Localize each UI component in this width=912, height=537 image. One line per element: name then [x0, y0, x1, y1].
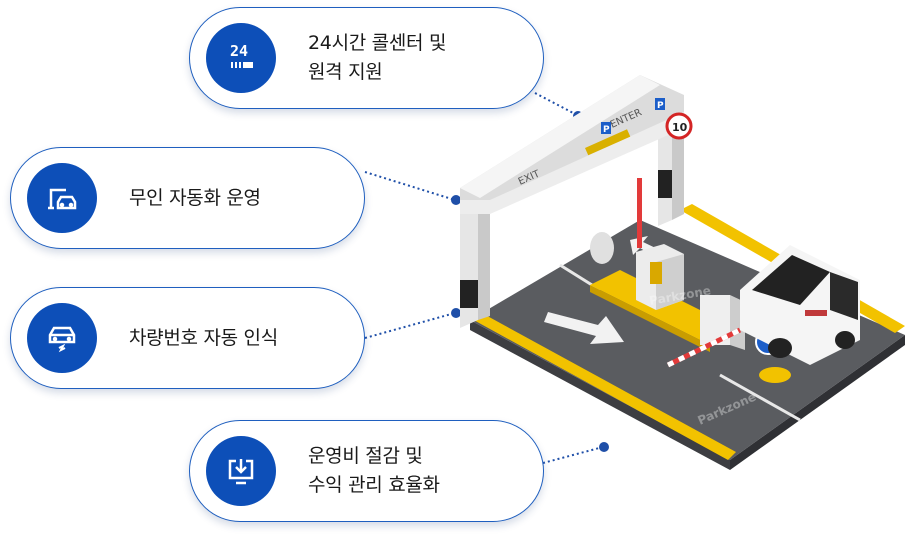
ground-side-left	[470, 320, 730, 470]
barrier-arm-back	[637, 178, 642, 248]
feature-plate-recognition: 차량번호 자동 인식	[10, 287, 365, 389]
speed-limit-sign	[665, 112, 693, 140]
arrow-marking-1	[544, 312, 624, 344]
feature-cost-efficiency: 운영비 절감 및 수익 관리 효율화	[189, 420, 544, 522]
feature-automation-label: 무인 자동화 운영	[129, 186, 261, 209]
satellite-dish	[590, 232, 614, 264]
feature-cost-efficiency-label: 운영비 절감 및 수익 관리 효율화	[308, 445, 440, 496]
parking-sign-right	[655, 98, 665, 110]
monitor-download-icon	[206, 436, 276, 506]
parking-sign-left	[601, 122, 611, 134]
connector-lines	[364, 92, 604, 464]
speed-limit-text: 10	[672, 121, 688, 134]
svg-text:24: 24	[230, 42, 248, 60]
24-hour-icon: 24	[206, 23, 276, 93]
feature-support-label: 24시간 콜센터 및 원격 지원	[308, 32, 447, 83]
camera-bar	[584, 129, 631, 156]
island-side	[590, 285, 710, 352]
car-recognition-icon	[27, 303, 97, 373]
ticket-kiosk	[636, 244, 684, 310]
car	[740, 240, 870, 365]
feature-plate-recognition-label: 차량번호 자동 인식	[129, 326, 278, 349]
curb-left	[470, 312, 736, 460]
feature-automation: 무인 자동화 운영	[10, 147, 365, 249]
parking-sign-text: P	[603, 125, 610, 135]
feature-support: 24 24시간 콜센터 및 원격 지원	[189, 7, 544, 109]
sign-base	[759, 367, 791, 383]
parking-sign-text-2: P	[657, 101, 664, 111]
ground-side-right	[730, 335, 905, 470]
kiosk-car-icon	[27, 163, 97, 233]
